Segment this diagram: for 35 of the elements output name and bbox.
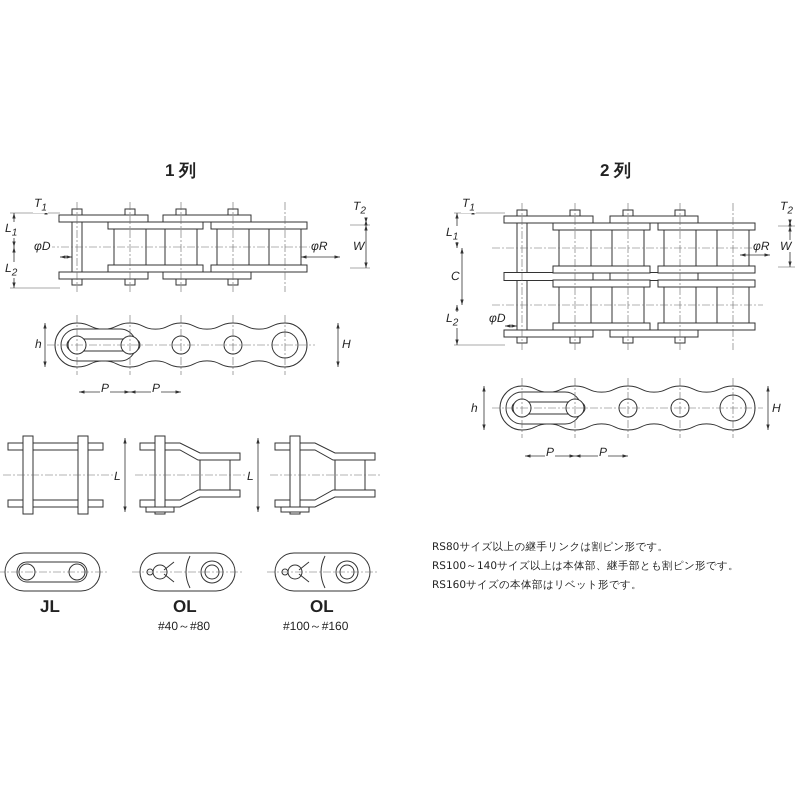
dimension-label: L$_{1}$ xyxy=(4,222,18,238)
dimension-label: H xyxy=(341,338,352,350)
heading: 2 列 xyxy=(600,162,632,179)
dimension-label: L xyxy=(246,470,255,482)
dimension-label: W xyxy=(352,240,366,252)
dimension-label: C xyxy=(450,270,461,282)
note-text: RS160サイズの本体部はリベット形です。 xyxy=(432,580,642,590)
note-text: RS100～140サイズ以上は本体部、継手部とも割ピン形です。 xyxy=(432,561,740,572)
dimension-label: P xyxy=(100,382,110,394)
dimension-label: P xyxy=(545,446,556,458)
dimension-label: T$_{1}$ xyxy=(33,197,48,214)
dimension-label: T$_{2}$ xyxy=(779,200,794,216)
dimension-label: T$_{2}$ xyxy=(352,200,367,216)
dimension-label: L$_{2}$ xyxy=(445,312,460,328)
heading: 1 列 xyxy=(165,162,196,179)
dimension-label: H xyxy=(771,402,782,414)
dimension-label: L$_{2}$ xyxy=(4,262,18,278)
dimension-label: P xyxy=(151,382,162,394)
size-range-label: #100～#160 xyxy=(283,620,348,632)
dimension-label: W xyxy=(779,240,792,252)
link-type-label: JL xyxy=(40,598,60,615)
link-type-label: OL xyxy=(310,598,334,615)
size-range-label: #40～#80 xyxy=(158,620,210,632)
dimension-label: L$_{1}$ xyxy=(445,226,460,242)
note-text: RS80サイズ以上の継手リンクは割ピン形です。 xyxy=(432,542,668,552)
dimension-label: P xyxy=(598,446,608,458)
dimension-label: φR xyxy=(310,240,328,252)
link-type-label: OL xyxy=(173,598,197,615)
dimension-label: φD xyxy=(33,240,52,252)
dimension-label: L xyxy=(113,470,122,482)
dimension-label: h xyxy=(470,402,479,414)
dimension-label: φR xyxy=(752,240,770,252)
dimension-label: T$_{1}$ xyxy=(461,197,476,214)
dimension-label: h xyxy=(34,338,43,350)
dimension-label: φD xyxy=(488,312,506,324)
